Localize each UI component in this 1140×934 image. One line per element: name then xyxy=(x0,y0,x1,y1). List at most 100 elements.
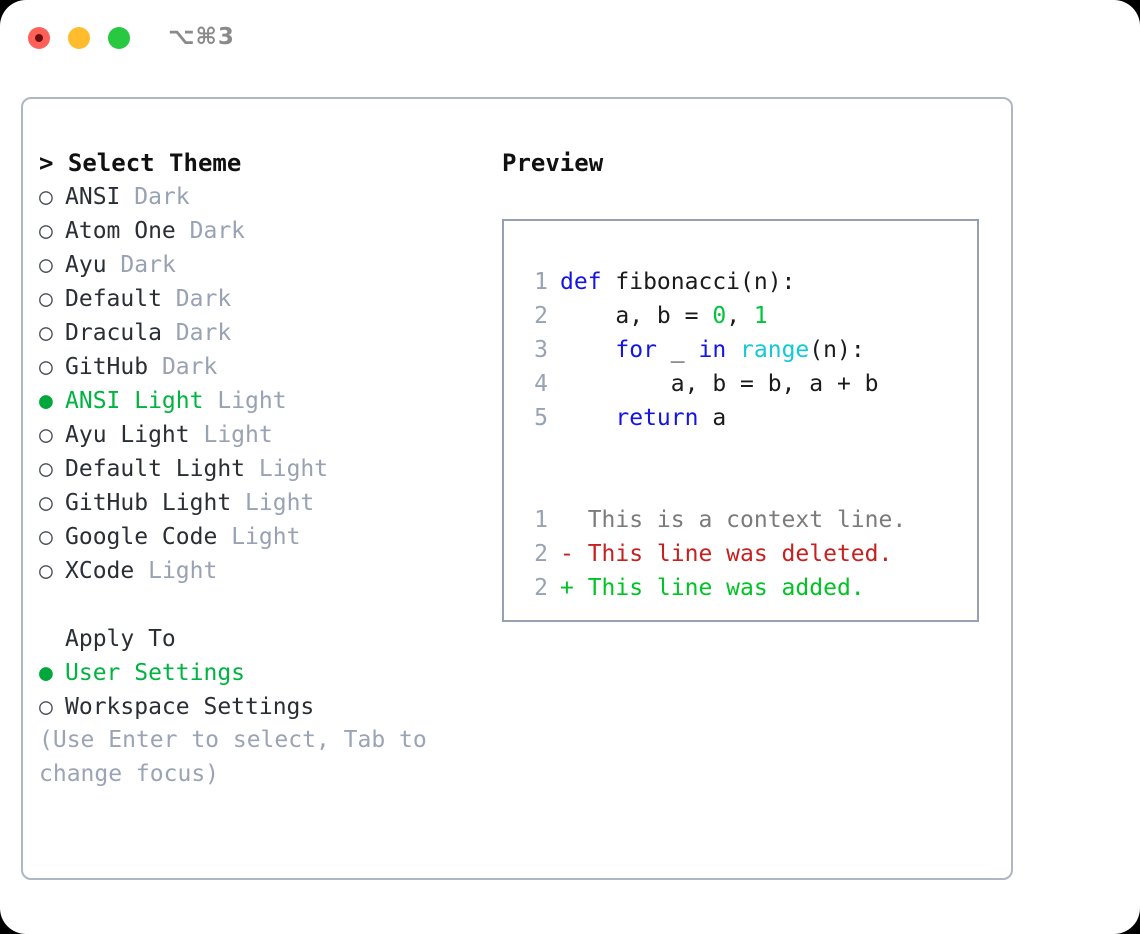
minimize-window-button[interactable] xyxy=(68,27,90,49)
diff-deleted-text: - This line was deleted. xyxy=(560,541,893,567)
theme-option-label: GitHub Light xyxy=(65,490,232,516)
code-token-keyword: def xyxy=(560,269,602,295)
code-token-number: 1 xyxy=(753,303,768,329)
line-number: 5 xyxy=(534,405,548,431)
theme-option-label: Default Light xyxy=(65,456,246,482)
theme-option-ansi-light[interactable]: ●ANSI Light Light xyxy=(39,384,479,418)
line-number: 1 xyxy=(534,269,548,295)
diff-context-text: This is a context line. xyxy=(560,507,907,533)
theme-option-label: ANSI xyxy=(65,184,121,210)
theme-option-kind: Dark xyxy=(175,286,232,312)
code-token-text: , xyxy=(726,303,754,329)
theme-option-label: XCode xyxy=(65,558,135,584)
code-token-function: range xyxy=(740,337,810,363)
diff-added-text: + This line was added. xyxy=(560,575,865,601)
theme-option-label: Ayu Light xyxy=(65,422,190,448)
code-token-text: a, b = xyxy=(560,303,713,329)
theme-selector-title: Select Theme xyxy=(67,149,242,177)
radio-icon[interactable]: ○ xyxy=(39,354,53,380)
theme-option-kind: Dark xyxy=(120,252,176,278)
theme-option-kind: Dark xyxy=(189,218,246,244)
code-line: 1 def fibonacci(n): xyxy=(518,265,977,299)
radio-icon-selected[interactable]: ● xyxy=(39,660,53,686)
radio-icon[interactable]: ○ xyxy=(39,184,53,210)
theme-option-default-light[interactable]: ○Default Light Light xyxy=(39,452,479,486)
theme-option-label: Atom One xyxy=(65,218,176,244)
theme-option-default[interactable]: ○Default Dark xyxy=(39,282,479,316)
theme-option-xcode[interactable]: ○ XCode Light xyxy=(39,554,479,588)
theme-option-kind: Light xyxy=(245,490,315,516)
radio-icon[interactable]: ○ xyxy=(39,524,53,550)
code-line: 3 for _ in range(n): xyxy=(518,333,977,367)
apply-to-option-label: User Settings xyxy=(65,660,246,686)
code-token-keyword: return xyxy=(615,405,699,431)
radio-icon-selected[interactable]: ● xyxy=(39,388,53,414)
theme-option-google-code[interactable]: ○Google Code Light xyxy=(39,520,479,554)
preview-title: Preview xyxy=(502,149,604,177)
theme-option-ayu-light[interactable]: ○ Ayu Light Light xyxy=(39,418,479,452)
code-token-keyword: for xyxy=(615,337,657,363)
line-number: 4 xyxy=(534,371,548,397)
preview-column: Preview 1 def fibonacci(n): 2 a, b = 0, 1… xyxy=(502,146,1002,622)
keyboard-hint-line-2: change focus) xyxy=(39,761,220,787)
code-token-text: (n): xyxy=(809,337,865,363)
radio-icon[interactable]: ○ xyxy=(39,218,53,244)
theme-option-kind: Light xyxy=(203,422,273,448)
code-token-text xyxy=(726,337,740,363)
line-number: 1 xyxy=(534,507,548,533)
theme-option-kind: Dark xyxy=(161,354,218,380)
code-token-text xyxy=(560,337,615,363)
code-token-number: 0 xyxy=(712,303,727,329)
theme-option-kind: Dark xyxy=(134,184,190,210)
theme-option-github-light[interactable]: ○ GitHub Light Light xyxy=(39,486,479,520)
apply-to-option-workspace-settings[interactable]: ○ Workspace Settings xyxy=(39,690,479,724)
theme-option-kind: Light xyxy=(217,388,287,414)
code-token-text: fibonacci(n): xyxy=(601,269,796,295)
close-window-button[interactable] xyxy=(28,27,50,49)
radio-icon[interactable]: ○ xyxy=(39,694,53,720)
theme-option-github[interactable]: ○GitHub Dark xyxy=(39,350,479,384)
radio-icon[interactable]: ○ xyxy=(39,490,53,516)
theme-option-kind: Dark xyxy=(175,320,232,346)
main-panel: > Select Theme ○ ANSI Dark ○ Atom One Dark… xyxy=(21,97,1013,880)
prompt-caret: > xyxy=(39,149,68,177)
theme-option-label: Dracula xyxy=(65,320,162,346)
theme-option-label: Ayu xyxy=(65,252,107,278)
theme-option-kind: Light xyxy=(148,558,218,584)
radio-icon[interactable]: ○ xyxy=(39,320,53,346)
code-token-text: _ xyxy=(656,337,699,363)
radio-icon[interactable]: ○ xyxy=(39,456,53,482)
diff-line-deleted: 2- This line was deleted. xyxy=(518,537,977,571)
code-line: 4 a, b = b, a + b xyxy=(518,367,977,401)
radio-icon[interactable]: ○ xyxy=(39,286,53,312)
keyboard-hint-line-1: (Use Enter to select, Tab to xyxy=(39,727,427,753)
line-number: 2 xyxy=(534,303,548,329)
radio-icon[interactable]: ○ xyxy=(39,558,53,584)
maximize-window-button[interactable] xyxy=(108,27,130,49)
theme-option-atom-one[interactable]: ○ Atom One Dark xyxy=(39,214,479,248)
apply-to-option-label: Workspace Settings xyxy=(65,694,315,720)
code-spacer xyxy=(518,469,977,503)
code-line: 2 a, b = 0, 1 xyxy=(518,299,977,333)
theme-option-ansi[interactable]: ○ ANSI Dark xyxy=(39,180,479,214)
code-token-keyword: in xyxy=(698,337,727,363)
theme-option-dracula[interactable]: ○ Dracula Dark xyxy=(39,316,479,350)
apply-to-option-user-settings[interactable]: ● User Settings xyxy=(39,656,479,690)
window-title: ⌥⌘3 xyxy=(168,24,235,50)
radio-icon[interactable]: ○ xyxy=(39,422,53,448)
title-bar: ⌥⌘3 xyxy=(0,0,1140,80)
theme-selector-header: > Select Theme xyxy=(39,146,479,180)
apply-to-header: Apply To xyxy=(65,626,176,652)
code-token-text: a xyxy=(698,405,727,431)
theme-option-label: Google Code xyxy=(65,524,218,550)
code-token-text: a, b = b, a + b xyxy=(560,371,879,397)
keyboard-hint: (Use Enter to select, Tab to change focu… xyxy=(39,723,459,791)
code-line: 5 return a xyxy=(518,401,977,435)
diff-line-added: 2+ This line was added. xyxy=(518,571,977,605)
code-token-text xyxy=(560,405,615,431)
theme-selector-column: > Select Theme ○ ANSI Dark ○ Atom One Dark… xyxy=(39,146,479,724)
preview-code-box: 1 def fibonacci(n): 2 a, b = 0, 1 3 for _… xyxy=(502,219,979,622)
theme-option-ayu[interactable]: ○ Ayu Dark xyxy=(39,248,479,282)
radio-icon[interactable]: ○ xyxy=(39,252,53,278)
